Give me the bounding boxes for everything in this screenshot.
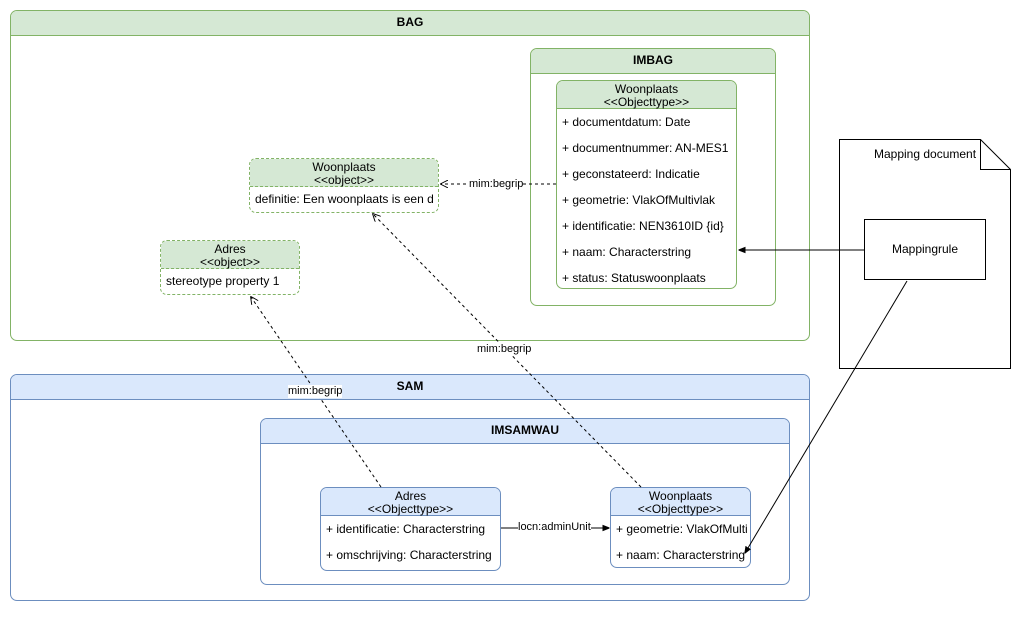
mapping-rule-box[interactable]: Mappingrule (864, 219, 986, 280)
class-stereotype: <<object>> (199, 255, 261, 269)
class-name: Woonplaats (648, 489, 713, 503)
class-name: Adres (394, 489, 427, 503)
attribute[interactable]: + naam: Characterstring (616, 548, 746, 562)
attribute[interactable]: + documentdatum: Date (562, 115, 691, 129)
class-name: Woonplaats (614, 82, 679, 96)
attribute[interactable]: + naam: Characterstring (562, 245, 692, 259)
class-stereotype: <<Objecttype>> (637, 502, 724, 516)
class-stereotype: <<object>> (313, 173, 375, 187)
attribute[interactable]: + omschrijving: Characterstring (326, 548, 492, 562)
class-header: Woonplaats <<object>> (250, 159, 438, 187)
attribute[interactable]: + status: Statuswoonplaats (562, 271, 706, 285)
class-woonplaats-sam[interactable]: Woonplaats <<Objecttype>> + geometrie: V… (610, 487, 751, 568)
class-name: Adres (214, 242, 246, 256)
edge-begrip-woonplaats-sam[interactable] (373, 214, 642, 488)
class-header: Adres <<object>> (161, 241, 299, 269)
attribute[interactable]: + geconstateerd: Indicatie (562, 167, 700, 181)
class-adres-sam[interactable]: Adres <<Objecttype>> + identificatie: Ch… (320, 487, 501, 571)
attribute[interactable]: stereotype property 1 (166, 274, 280, 288)
class-adres-bag[interactable]: Adres <<object>> stereotype property 1 (160, 240, 300, 295)
package-sam-title: SAM (11, 375, 809, 400)
class-header: Woonplaats <<Objecttype>> (557, 81, 736, 109)
class-stereotype: <<Objecttype>> (367, 502, 454, 516)
edge-mappingrule-sam[interactable] (745, 280, 908, 553)
class-stereotype: <<Objecttype>> (603, 95, 690, 109)
attribute[interactable]: + geometrie: VlakOfMulti (616, 522, 748, 536)
edge-label: mim:begrip (469, 178, 524, 191)
class-header: Woonplaats <<Objecttype>> (611, 488, 750, 516)
attribute[interactable]: + identificatie: NEN3610ID {id} (562, 219, 724, 233)
class-header: Adres <<Objecttype>> (321, 488, 500, 516)
package-imbag-title: IMBAG (531, 49, 775, 74)
edge-label: locn:adminUnit (518, 521, 591, 534)
edge-label: mim:begrip (288, 385, 343, 398)
attribute[interactable]: + identificatie: Characterstring (326, 522, 486, 536)
attribute[interactable]: + geometrie: VlakOfMultivlak (562, 193, 716, 207)
edge-label: mim:begrip (477, 343, 532, 356)
class-woonplaats-imbag[interactable]: Woonplaats <<Objecttype>> + documentdatu… (556, 80, 737, 289)
class-woonplaats-bag[interactable]: Woonplaats <<object>> definitie: Een woo… (249, 158, 439, 213)
attribute[interactable]: + documentnummer: AN-MES1 (562, 141, 729, 155)
package-bag-title: BAG (11, 11, 809, 36)
class-name: Woonplaats (312, 160, 376, 174)
note-title: Mapping document (874, 147, 977, 161)
attribute[interactable]: definitie: Een woonplaats is een d (255, 192, 434, 206)
